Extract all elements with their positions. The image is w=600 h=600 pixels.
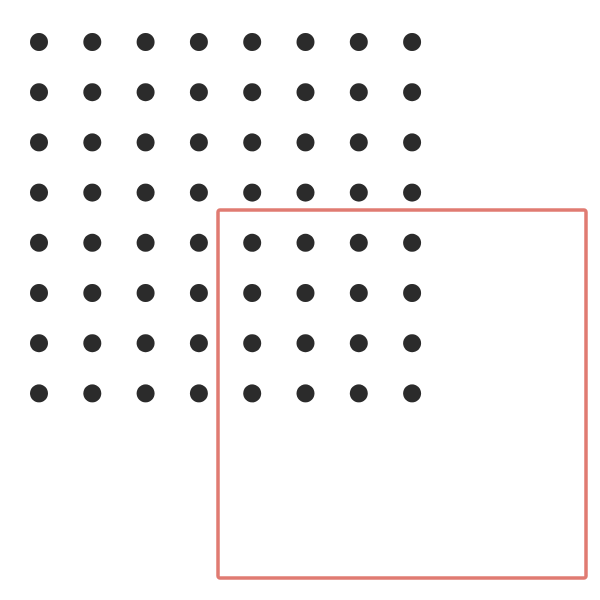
grid-dot	[296, 384, 315, 403]
grid-dot	[83, 33, 102, 51]
grid-dot	[243, 384, 262, 403]
grid-dot	[349, 183, 368, 202]
grid-dot	[83, 233, 102, 252]
grid-dot	[243, 284, 262, 302]
grid-dot	[83, 83, 102, 102]
grid-dot	[30, 233, 48, 252]
grid-dot	[136, 133, 155, 152]
grid-dot	[349, 133, 368, 152]
grid-dot	[296, 233, 315, 252]
grid-dot	[189, 183, 208, 202]
grid-dot	[189, 233, 208, 252]
grid-dot	[30, 384, 48, 403]
grid-dot	[30, 183, 48, 202]
grid-dot	[349, 33, 368, 51]
grid-dot	[83, 334, 102, 353]
grid-dot	[296, 133, 315, 152]
grid-dot	[403, 133, 422, 152]
grid-dot	[83, 133, 102, 152]
grid-dot	[136, 83, 155, 102]
grid-dot	[136, 233, 155, 252]
dot-grid	[30, 33, 422, 403]
grid-dot	[189, 83, 208, 102]
grid-dot	[296, 334, 315, 353]
grid-dot	[30, 133, 48, 152]
grid-dot	[349, 83, 368, 102]
grid-dot	[30, 33, 48, 51]
grid-dot	[83, 284, 102, 302]
grid-dot	[30, 83, 48, 102]
grid-dot	[136, 183, 155, 202]
grid-dot	[403, 334, 422, 353]
grid-dot	[403, 183, 422, 202]
grid-dot	[189, 133, 208, 152]
grid-dot	[189, 33, 208, 51]
grid-dot	[403, 384, 422, 403]
grid-dot	[243, 233, 262, 252]
grid-dot	[243, 33, 262, 51]
overlay-box	[216, 208, 588, 580]
grid-dot	[83, 183, 102, 202]
grid-dot	[403, 33, 422, 51]
grid-dot	[243, 133, 262, 152]
grid-dot	[136, 33, 155, 51]
grid-dot	[296, 284, 315, 302]
grid-dot	[30, 284, 48, 302]
grid-dot	[83, 384, 102, 403]
grid-dot	[189, 334, 208, 353]
grid-dot	[243, 334, 262, 353]
grid-dot	[296, 33, 315, 51]
grid-dot	[403, 83, 422, 102]
grid-dot	[296, 83, 315, 102]
grid-dot	[296, 183, 315, 202]
grid-dot	[189, 384, 208, 403]
grid-dot	[243, 83, 262, 102]
grid-dot	[136, 384, 155, 403]
grid-dot	[30, 334, 48, 353]
grid-dot	[243, 183, 262, 202]
grid-dot	[403, 233, 422, 252]
grid-dot	[189, 284, 208, 302]
grid-dot	[403, 284, 422, 302]
grid-dot	[136, 334, 155, 353]
grid-dot	[349, 284, 368, 302]
grid-dot	[136, 284, 155, 302]
grid-dot	[349, 384, 368, 403]
grid-dot	[349, 334, 368, 353]
grid-dot	[349, 233, 368, 252]
